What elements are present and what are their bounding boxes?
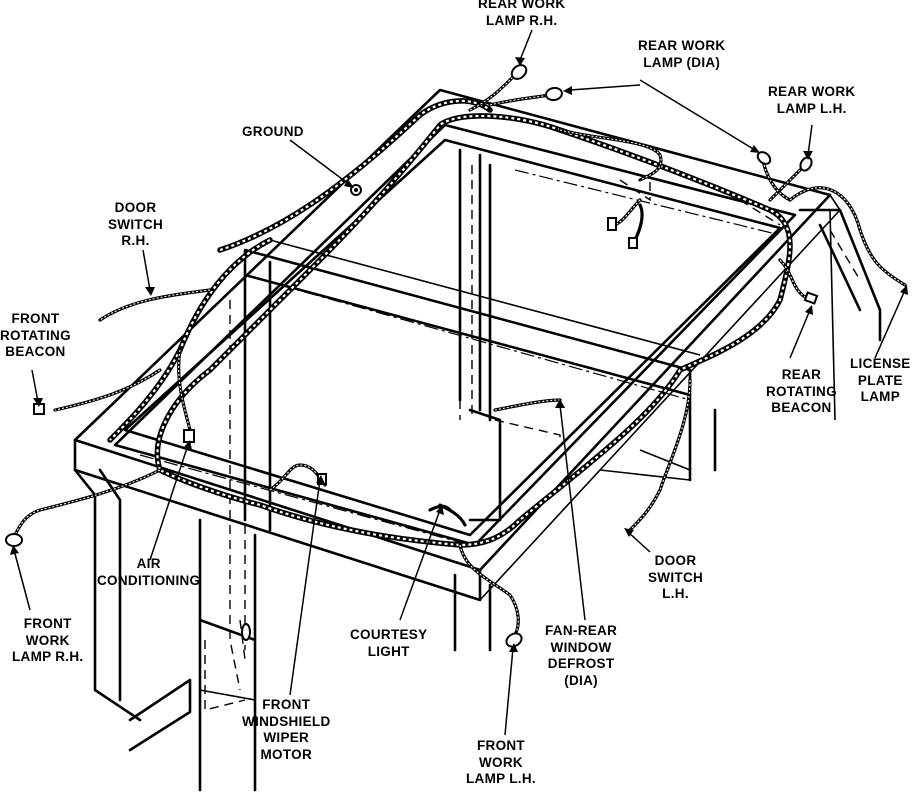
label-front-rotating-beacon: FRONT ROTATING BEACON bbox=[0, 311, 71, 361]
label-line: (DIA) bbox=[564, 672, 598, 688]
label-front-windshield-wiper-motor: FRONT WINDSHIELD WIPER MOTOR bbox=[242, 697, 331, 763]
label-front-work-lamp-lh: FRONT WORK LAMP L.H. bbox=[466, 738, 536, 788]
label-line: FRONT bbox=[11, 311, 60, 326]
label-front-work-lamp-rh: FRONT WORK LAMP R.H. bbox=[12, 616, 83, 666]
label-line: LAMP L.H. bbox=[466, 771, 536, 786]
leader-lines bbox=[10, 29, 908, 736]
label-line: WINDOW bbox=[550, 639, 612, 655]
label-license-plate-lamp: LICENSE PLATE LAMP bbox=[850, 356, 911, 406]
label-line: BEACON bbox=[771, 400, 832, 415]
label-line: WORK bbox=[25, 632, 70, 648]
label-line: WINDSHIELD bbox=[242, 713, 331, 729]
label-line: AIR bbox=[136, 556, 161, 571]
label-line: R.H. bbox=[121, 233, 150, 248]
label-line: LAMP (DIA) bbox=[643, 54, 721, 70]
label-rear-work-lamp-rh: REAR WORK LAMP R.H. bbox=[478, 0, 565, 29]
label-line: BEACON bbox=[5, 344, 66, 359]
label-rear-work-lamp-dia: REAR WORK LAMP (DIA) bbox=[638, 38, 725, 71]
label-line: ROTATING bbox=[0, 327, 71, 343]
label-line: COURTESY bbox=[350, 627, 428, 642]
label-door-switch-lh: DOOR SWITCH L.H. bbox=[648, 553, 703, 603]
label-line: WIPER bbox=[263, 730, 310, 745]
label-line: REAR WORK bbox=[478, 0, 566, 11]
label-line: LICENSE bbox=[850, 356, 911, 371]
label-line: FRONT bbox=[262, 697, 311, 712]
label-air-conditioning: AIR CONDITIONING bbox=[97, 556, 200, 589]
label-line: DEFROST bbox=[547, 656, 615, 671]
label-courtesy-light: COURTESY LIGHT bbox=[350, 627, 427, 660]
label-ground: GROUND bbox=[242, 124, 304, 141]
label-line: FRONT bbox=[23, 616, 72, 631]
label-line: REAR bbox=[781, 367, 822, 382]
label-line: FAN-REAR bbox=[545, 623, 618, 638]
label-line: FRONT bbox=[476, 738, 525, 753]
label-line: SWITCH bbox=[108, 216, 164, 232]
label-line: REAR WORK bbox=[638, 38, 726, 53]
label-line: CONDITIONING bbox=[97, 572, 201, 588]
branch-wires bbox=[5, 64, 907, 661]
label-line: REAR WORK bbox=[768, 84, 856, 99]
label-line: LAMP R.H. bbox=[486, 12, 558, 28]
label-line: SWITCH bbox=[648, 569, 704, 585]
label-line: DOOR bbox=[654, 553, 697, 568]
label-door-switch-rh: DOOR SWITCH R.H. bbox=[108, 200, 163, 250]
label-line: LIGHT bbox=[367, 643, 410, 659]
label-line: GROUND bbox=[242, 124, 304, 139]
label-rear-work-lamp-lh: REAR WORK LAMP L.H. bbox=[768, 84, 855, 117]
label-line: ROTATING bbox=[766, 383, 837, 399]
label-line: DOOR bbox=[114, 200, 157, 215]
label-line: WORK bbox=[479, 754, 523, 770]
label-fan-rear-window-defrost: FAN-REAR WINDOW DEFROST (DIA) bbox=[545, 623, 617, 689]
label-line: LAMP L.H. bbox=[776, 100, 847, 116]
roof-frame bbox=[73, 88, 841, 602]
label-line: PLATE bbox=[857, 372, 903, 388]
label-line: LAMP R.H. bbox=[12, 649, 84, 664]
main-harness bbox=[107, 98, 793, 548]
label-line: LAMP bbox=[860, 389, 901, 404]
hidden-lines bbox=[139, 160, 861, 711]
label-line: MOTOR bbox=[260, 746, 312, 762]
label-line: L.H. bbox=[662, 586, 689, 601]
label-rear-rotating-beacon: REAR ROTATING BEACON bbox=[766, 367, 837, 417]
